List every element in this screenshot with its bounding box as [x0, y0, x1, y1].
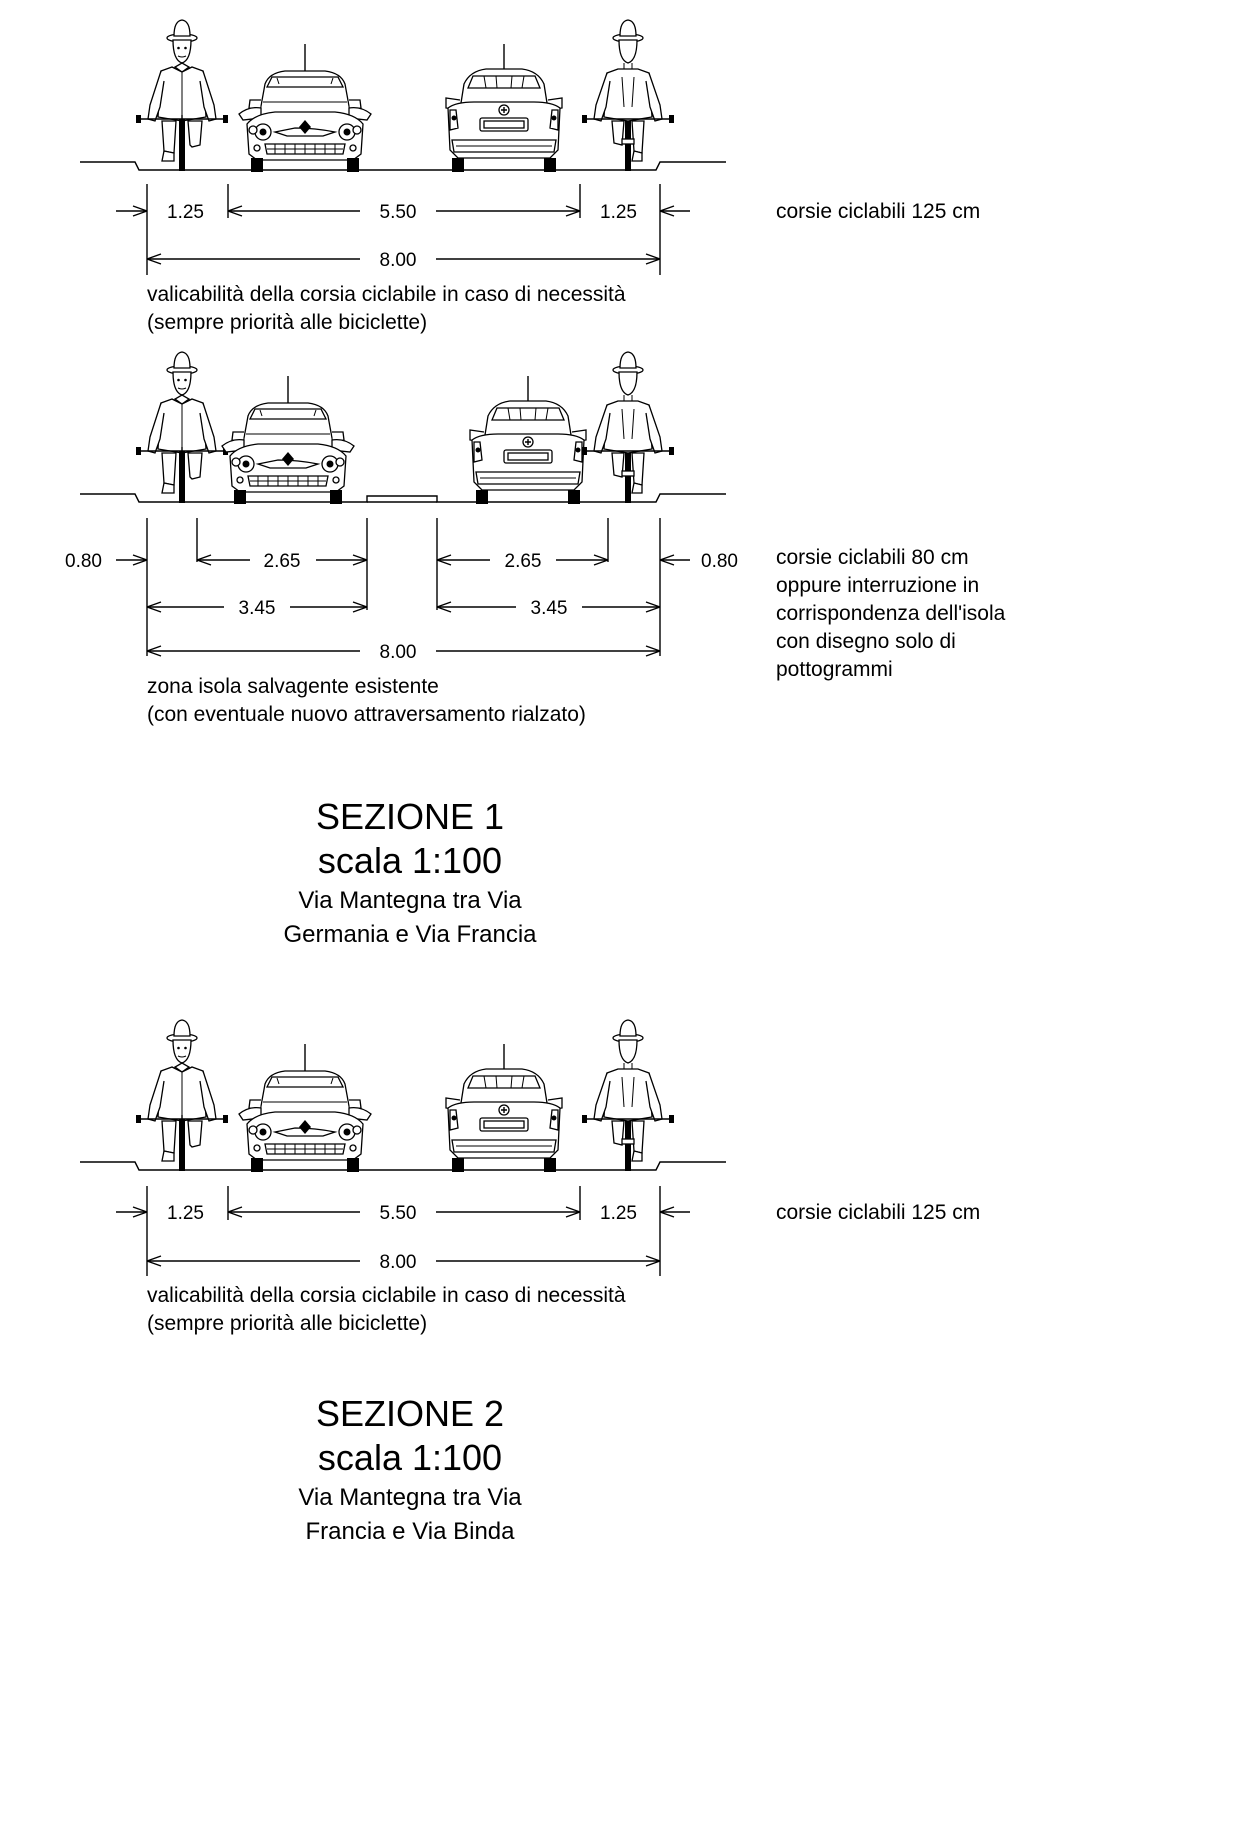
car-rear-icon: [445, 1043, 563, 1173]
section-title: SEZIONE 2: [316, 1393, 504, 1434]
road-profile: [80, 161, 726, 171]
section-1a: 1.25 5.50 1.25 8.00 valicabilità della c…: [80, 19, 980, 334]
side-note-line: oppure interruzione in: [776, 574, 979, 597]
car-rear-icon: [469, 375, 587, 505]
car-front-icon: [221, 375, 355, 505]
dim-left-lane: 1.25: [167, 202, 204, 223]
side-note: corsie ciclabili 125 cm: [776, 200, 980, 223]
dim-left-lane: 0.80: [65, 551, 102, 572]
dim-carriageway: 5.50: [380, 1203, 417, 1224]
dim-carriageway: 5.50: [380, 202, 417, 223]
section-2-title-block: SEZIONE 2 scala 1:100 Via Mantegna tra V…: [298, 1393, 522, 1545]
section-note-line2: (sempre priorità alle biciclette): [147, 1312, 427, 1335]
side-note-line: corsie ciclabili 80 cm: [776, 546, 969, 569]
cyclist-rear-icon: [581, 351, 675, 504]
road-profile: [80, 493, 726, 503]
dim-total-width: 8.00: [380, 642, 417, 663]
section-1-title-block: SEZIONE 1 scala 1:100 Via Mantegna tra V…: [283, 796, 537, 948]
cyclist-front-icon: [135, 1019, 229, 1172]
section-1b: 0.80 2.65 2.65 0.80 3.45 3.45 8.00 zona …: [65, 351, 1006, 726]
side-note-line: corrispondenza dell'isola: [776, 602, 1006, 625]
scale-label: scala 1:100: [318, 1437, 502, 1478]
section-note-line1: valicabilità della corsia ciclabile in c…: [147, 283, 626, 306]
car-front-icon: [238, 1043, 372, 1173]
location-line2: Francia e Via Binda: [305, 1518, 515, 1545]
dim-left-lane: 1.25: [167, 1203, 204, 1224]
section-note-line1: zona isola salvagente esistente: [147, 675, 439, 698]
scale-label: scala 1:100: [318, 840, 502, 881]
car-front-icon: [238, 43, 372, 173]
location-line2: Germania e Via Francia: [283, 921, 537, 948]
cyclist-rear-icon: [581, 19, 675, 172]
dim-left-roadway: 2.65: [264, 551, 301, 572]
location-line1: Via Mantegna tra Via: [298, 887, 522, 914]
dim-total-width: 8.00: [380, 1252, 417, 1273]
side-note-line: con disegno solo di: [776, 630, 956, 653]
road-profile: [80, 1161, 726, 1171]
cyclist-front-icon: [135, 351, 229, 504]
dim-right-lane: 1.25: [600, 1203, 637, 1224]
section-2: 1.25 5.50 1.25 8.00 valicabilità della c…: [80, 1019, 980, 1335]
dim-right-roadway: 2.65: [505, 551, 542, 572]
location-line1: Via Mantegna tra Via: [298, 1484, 522, 1511]
dim-right-lane: 0.80: [701, 551, 738, 572]
section-note-line2: (sempre priorità alle biciclette): [147, 311, 427, 334]
car-rear-icon: [445, 43, 563, 173]
dim-total-width: 8.00: [380, 250, 417, 271]
section-note-line1: valicabilità della corsia ciclabile in c…: [147, 1284, 626, 1307]
side-note-line: pottogrammi: [776, 658, 893, 681]
cyclist-rear-icon: [581, 1019, 675, 1172]
dim-left-half: 3.45: [239, 598, 276, 619]
section-title: SEZIONE 1: [316, 796, 504, 837]
section-note-line2: (con eventuale nuovo attraversamento ria…: [147, 703, 586, 726]
cyclist-front-icon: [135, 19, 229, 172]
side-note: corsie ciclabili 125 cm: [776, 1201, 980, 1224]
dim-right-lane: 1.25: [600, 202, 637, 223]
dim-right-half: 3.45: [531, 598, 568, 619]
